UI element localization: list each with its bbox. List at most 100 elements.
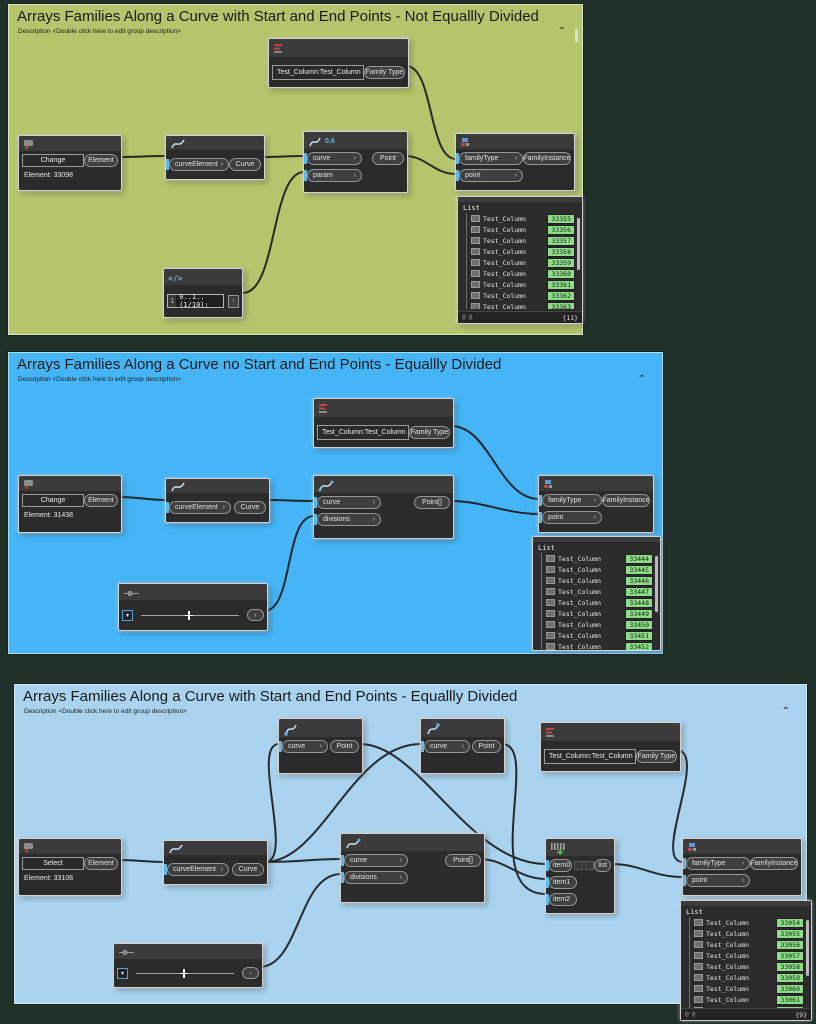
watch-list-item[interactable]: Test_Column 33356 bbox=[471, 224, 582, 235]
code-text[interactable]: 0..1..(1/10); bbox=[179, 293, 209, 309]
watch-node[interactable]: List Test_Column 33054 Test_Column 33055 bbox=[680, 900, 812, 1021]
node-integer-slider[interactable]: ▾ › bbox=[113, 943, 263, 988]
output-port-family-type[interactable]: Family Type bbox=[363, 65, 405, 79]
input-port-item0[interactable]: item0 bbox=[549, 859, 573, 872]
collapse-chevron-icon[interactable]: ⌃ bbox=[557, 26, 566, 37]
input-port-curve[interactable]: curve › bbox=[307, 152, 362, 165]
input-port-curveelement[interactable]: curveElement › bbox=[169, 158, 229, 171]
input-port-item2[interactable]: item2 bbox=[549, 893, 577, 906]
element-id-badge[interactable]: 33062 bbox=[776, 1005, 804, 1008]
watch-list-item[interactable]: Test_Column 33449 bbox=[546, 608, 660, 619]
element-id-badge[interactable]: 33445 bbox=[625, 564, 653, 575]
output-port-slider[interactable]: › bbox=[247, 609, 264, 621]
watch-list-item[interactable]: Test_Column 33358 bbox=[471, 246, 582, 257]
watch-scrollbar[interactable] bbox=[655, 556, 658, 612]
node-list-create[interactable]: item0 list item1 item2 bbox=[545, 838, 615, 914]
collapse-chevron-icon[interactable]: ⌃ bbox=[781, 706, 790, 717]
element-id-badge[interactable]: 33057 bbox=[776, 950, 804, 961]
output-port-element[interactable]: Element bbox=[84, 154, 118, 167]
element-id-badge[interactable]: 33059 bbox=[776, 972, 804, 983]
output-port-familyinstance[interactable]: FamilyInstance bbox=[750, 857, 798, 870]
output-port-familyinstance[interactable]: FamilyInstance bbox=[602, 494, 650, 507]
output-port-family-type[interactable]: Family Type bbox=[408, 425, 450, 439]
family-type-dropdown[interactable]: Test_Column:Test_Column ⌄ bbox=[544, 748, 636, 764]
input-port-point[interactable]: point › bbox=[542, 511, 602, 524]
element-id-badge[interactable]: 33054 bbox=[776, 917, 804, 928]
output-port-point[interactable]: Point bbox=[330, 740, 359, 753]
element-id-badge[interactable]: 33359 bbox=[547, 257, 575, 268]
watch-list-item[interactable]: Test_Column 33446 bbox=[546, 575, 660, 586]
watch-list-item[interactable]: Test_Column 33359 bbox=[471, 257, 582, 268]
node-select-element[interactable]: Select Element Element: 33108 bbox=[18, 838, 122, 896]
element-id-badge[interactable]: 33058 bbox=[776, 961, 804, 972]
watch-list-item[interactable]: Test_Column 33451 bbox=[546, 630, 660, 641]
output-port-curve[interactable]: Curve bbox=[229, 158, 261, 171]
input-port-curveelement[interactable]: curveElement › bbox=[167, 863, 229, 876]
element-id-badge[interactable]: 33444 bbox=[625, 553, 653, 564]
watch-list-item[interactable]: Test_Column 33060 bbox=[694, 983, 811, 994]
element-id-badge[interactable]: 33362 bbox=[547, 290, 575, 301]
element-id-badge[interactable]: 33447 bbox=[625, 586, 653, 597]
list-level-icon[interactable]: @ bbox=[462, 314, 466, 321]
input-port-point[interactable]: point › bbox=[686, 874, 750, 887]
input-port-familytype[interactable]: familyType › bbox=[542, 494, 602, 507]
family-type-dropdown[interactable]: Test_Column:Test_Column ⌄ bbox=[317, 424, 409, 440]
family-type-dropdown[interactable]: Test_Column:Test_Column ⌄ bbox=[272, 64, 364, 80]
watch-node[interactable]: List Test_Column 33355 Test_Column 33356 bbox=[457, 196, 583, 324]
list-level-icon[interactable]: @ bbox=[685, 1011, 689, 1018]
slider-track[interactable] bbox=[141, 610, 239, 620]
element-id-badge[interactable]: 33356 bbox=[547, 224, 575, 235]
watch-list-item[interactable]: Test_Column 33445 bbox=[546, 564, 660, 575]
element-id-badge[interactable]: 33446 bbox=[625, 575, 653, 586]
element-id-badge[interactable]: 33061 bbox=[776, 994, 804, 1005]
group-edge-handle[interactable] bbox=[575, 29, 578, 42]
output-port-list[interactable]: list bbox=[594, 859, 611, 872]
node-point-at-parameter[interactable]: 0.6 curve › Point param › bbox=[303, 131, 408, 193]
output-port-slider[interactable]: › bbox=[242, 967, 259, 979]
group-description[interactable]: Description <Double click here to edit g… bbox=[18, 28, 181, 35]
node-curve-start-point[interactable]: curve › Point bbox=[278, 718, 363, 774]
output-port-curve[interactable]: Curve bbox=[232, 863, 264, 876]
output-port-code[interactable]: › bbox=[228, 294, 239, 308]
watch-list-item[interactable]: Test_Column 33361 bbox=[471, 279, 582, 290]
output-port-element[interactable]: Element bbox=[84, 857, 118, 870]
slider-track[interactable] bbox=[136, 968, 234, 978]
select-button[interactable]: Select bbox=[22, 857, 84, 870]
collapse-chevron-icon[interactable]: ⌃ bbox=[637, 374, 646, 385]
node-family-instance-by-point[interactable]: familyType › FamilyInstance point › bbox=[455, 133, 575, 191]
output-port-element[interactable]: Element bbox=[84, 494, 118, 507]
watch-list-item[interactable]: Test_Column 33062 bbox=[694, 1005, 811, 1008]
node-integer-slider[interactable]: ▾ › bbox=[118, 583, 268, 631]
input-port-curve[interactable]: curve › bbox=[282, 740, 328, 753]
input-port-curve[interactable]: curve › bbox=[344, 854, 408, 867]
output-port-point[interactable]: Point bbox=[472, 740, 501, 753]
slider-handle[interactable] bbox=[180, 968, 189, 978]
node-family-type-selector[interactable]: Test_Column:Test_Column ⌄ Family Type bbox=[268, 38, 409, 88]
element-id-badge[interactable]: 33451 bbox=[625, 630, 653, 641]
element-id-badge[interactable]: 33361 bbox=[547, 279, 575, 290]
change-button[interactable]: Change bbox=[22, 494, 84, 507]
watch-node[interactable]: List Test_Column 33444 Test_Column 33445 bbox=[532, 536, 661, 651]
output-port-family-type[interactable]: Family Type bbox=[635, 749, 677, 763]
watch-list-item[interactable]: Test_Column 33450 bbox=[546, 619, 660, 630]
watch-list-item[interactable]: Test_Column 33452 bbox=[546, 641, 660, 650]
watch-list-item[interactable]: Test_Column 33057 bbox=[694, 950, 811, 961]
input-port-curve[interactable]: curve › bbox=[317, 496, 381, 509]
list-level-icon[interactable]: @ bbox=[468, 314, 473, 321]
watch-list-item[interactable]: Test_Column 33054 bbox=[694, 917, 811, 928]
list-level-icon[interactable]: @ bbox=[691, 1011, 696, 1018]
slider-expander[interactable]: ▾ bbox=[122, 609, 133, 621]
input-port-familytype[interactable]: familyType › bbox=[686, 857, 750, 870]
watch-list-item[interactable]: Test_Column 33447 bbox=[546, 586, 660, 597]
node-select-element[interactable]: Change Element Element: 31438 bbox=[18, 475, 122, 533]
group-description[interactable]: Description <Double click here to edit g… bbox=[18, 376, 181, 383]
element-id-badge[interactable]: 33056 bbox=[776, 939, 804, 950]
node-curveelement-curve[interactable]: curveElement › Curve bbox=[163, 840, 268, 885]
watch-list-item[interactable]: Test_Column 33355 bbox=[471, 213, 582, 224]
element-id-badge[interactable]: 33357 bbox=[547, 235, 575, 246]
input-port-point[interactable]: point › bbox=[459, 169, 523, 182]
input-port-curve[interactable]: curve › bbox=[424, 740, 470, 753]
input-port-divisions[interactable]: divisions › bbox=[317, 513, 381, 526]
element-id-badge[interactable]: 33450 bbox=[625, 619, 653, 630]
